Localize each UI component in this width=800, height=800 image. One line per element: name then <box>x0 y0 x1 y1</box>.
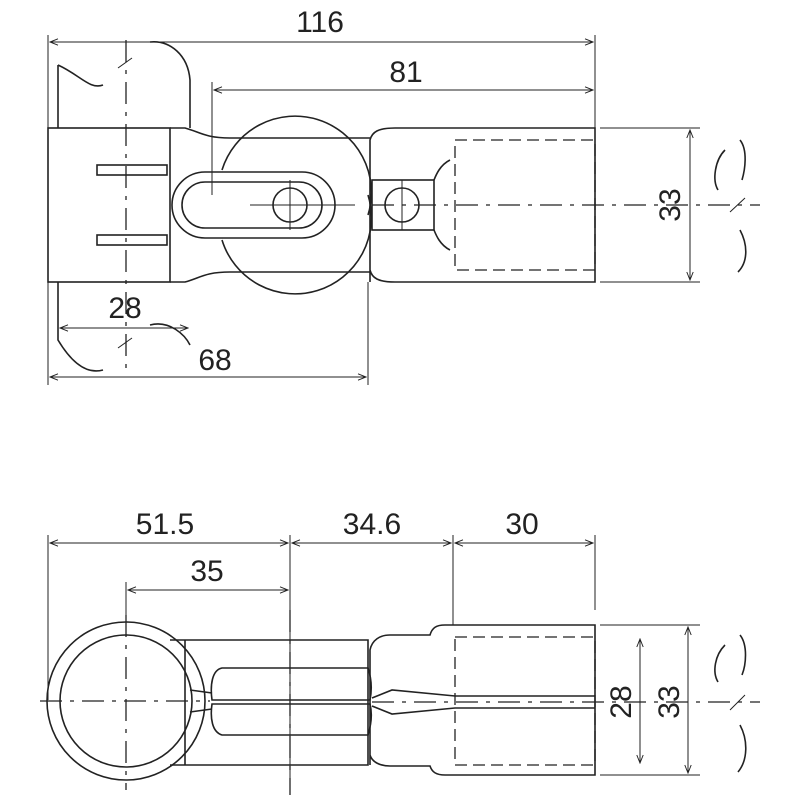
dim-label-68: 68 <box>198 344 231 377</box>
top-view: 116 81 28 68 33 <box>47 6 760 385</box>
dim-label-81: 81 <box>389 56 422 89</box>
hidden-bore-bottom <box>454 636 596 766</box>
dim-label-30: 30 <box>505 508 538 541</box>
dim-label-35: 35 <box>190 555 223 588</box>
dim-label-116: 116 <box>296 6 344 39</box>
dim-label-28: 28 <box>108 292 141 325</box>
jaw-lower <box>210 703 373 736</box>
clamp-block <box>47 127 171 283</box>
jaw-upper <box>210 667 373 701</box>
dim-label-34-6: 34.6 <box>343 508 401 541</box>
bottom-view: 51.5 34.6 30 35 28 33 <box>40 508 760 795</box>
dim-label-51-5: 51.5 <box>136 508 194 541</box>
